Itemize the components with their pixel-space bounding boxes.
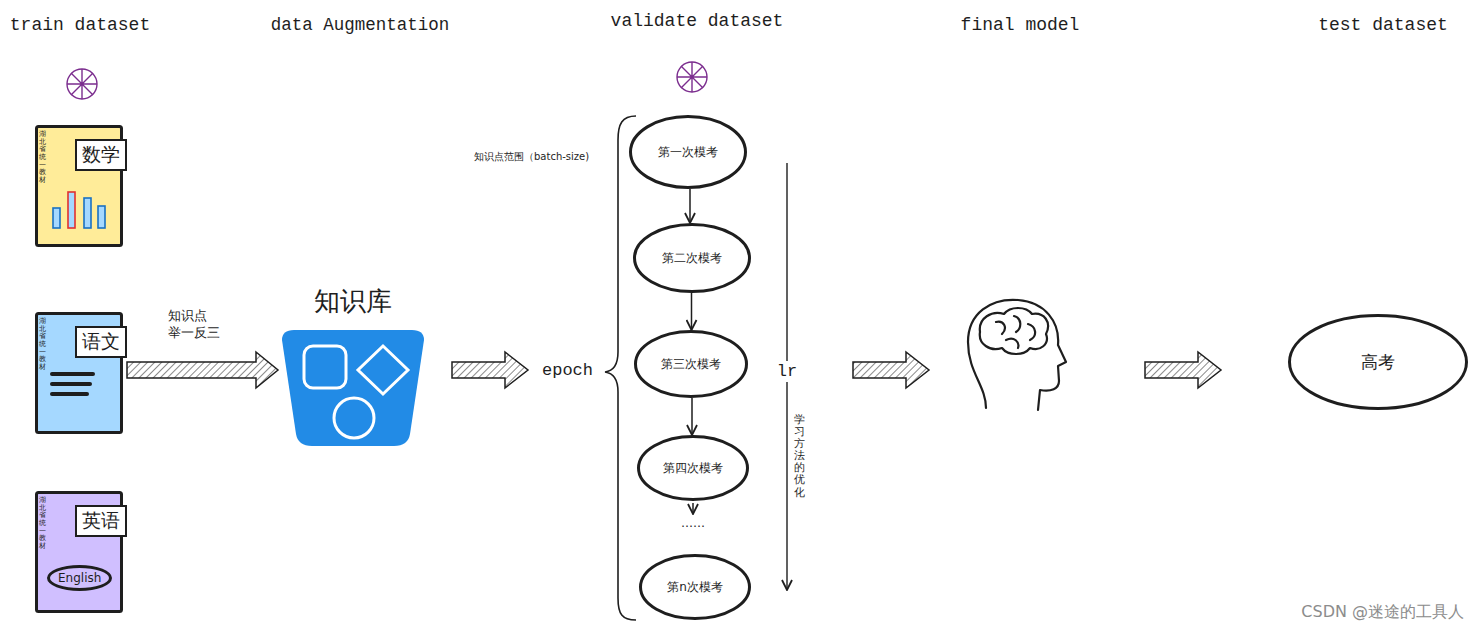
book-series-text: 湖北省统一教材 (39, 497, 46, 551)
purple-icon (677, 62, 707, 92)
column-header: data Augmentation (271, 15, 450, 35)
exam-ellipse: 第二次模考 (633, 223, 751, 293)
ellipse-border (1290, 316, 1467, 409)
ellipse-border (641, 556, 750, 619)
exam-ellipse: 第一次模考 (629, 115, 747, 189)
english-badge: English (47, 565, 112, 591)
subject-tag: 英语 (75, 505, 127, 537)
hatched-arrow (853, 352, 929, 388)
chart-bar (68, 192, 75, 228)
node-text: 第四次模考 (663, 460, 723, 477)
ellipse-border (639, 437, 748, 500)
kb-heading: 知识库 (278, 284, 428, 319)
column-header: final model (961, 15, 1080, 35)
book-series-text: 湖北省统一教材 (39, 318, 46, 372)
ellipse-border (631, 117, 746, 188)
hatched-arrow (127, 352, 278, 388)
flow-arrow (689, 189, 691, 223)
node-text: 第一次模考 (658, 144, 718, 161)
flow-arrow (691, 398, 693, 435)
exam-ellipse: 第三次模考 (634, 330, 748, 398)
chart-bar (98, 206, 105, 228)
chart-bar (84, 198, 91, 228)
text-line (52, 372, 93, 376)
subject-tag: 数学 (75, 139, 127, 171)
brain-icon (968, 300, 1066, 410)
ellipse-border (636, 332, 747, 397)
lr-label: lr (777, 361, 797, 382)
node-text: 高考 (1361, 351, 1395, 374)
knowledge-base-shape (282, 330, 424, 446)
node-text: 第n次模考 (667, 579, 723, 596)
exam-ellipse: 第n次模考 (639, 554, 751, 620)
column-header: validate dataset (611, 11, 784, 31)
chart-bar (53, 208, 60, 228)
textbook: 湖北省统一教材数学 (35, 125, 123, 247)
curly-brace (605, 116, 636, 620)
edge-label: 知识点 举一反三 (168, 307, 238, 342)
purple-icon (67, 69, 97, 99)
small-arrow (692, 503, 694, 514)
vertical-note: 学习方法的优化 (794, 414, 805, 499)
kb-symbols (304, 346, 408, 438)
node-text: 第三次模考 (661, 356, 721, 373)
textbook: 湖北省统一教材英语English (35, 491, 123, 613)
ellipse-border (635, 225, 750, 292)
column-header: test dataset (1318, 15, 1448, 35)
watermark: CSDN @迷途的工具人 (1301, 602, 1464, 623)
epoch-label: epoch (542, 361, 593, 380)
note: 知识点范围（batch-size) (474, 150, 589, 164)
flow-arrow (691, 293, 693, 330)
book-series-text: 湖北省统一教材 (39, 131, 46, 185)
ellipsis: …… (681, 516, 705, 530)
final-exam-ellipse: 高考 (1288, 314, 1468, 410)
text-line (52, 382, 90, 386)
text-line (52, 392, 87, 396)
textbook: 湖北省统一教材语文 (35, 312, 123, 434)
exam-ellipse: 第四次模考 (637, 435, 749, 501)
subject-tag: 语文 (75, 326, 127, 358)
column-header: train dataset (10, 15, 150, 35)
node-text: 第二次模考 (662, 250, 722, 267)
hatched-arrow (452, 352, 528, 388)
knowledge-base: 知识库 (278, 284, 428, 448)
hatched-arrow (1145, 352, 1221, 388)
